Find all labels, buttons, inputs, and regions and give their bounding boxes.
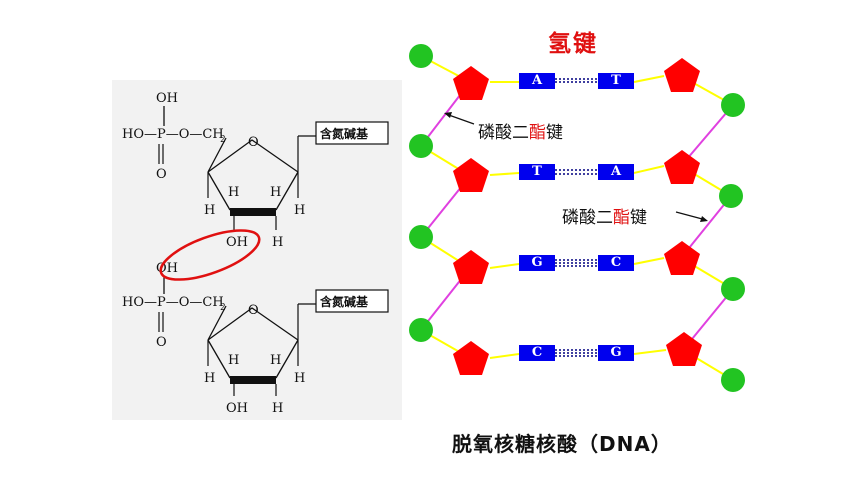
- phosphate-circle: [409, 134, 433, 158]
- sugar-pentagon: [453, 341, 489, 375]
- svg-text:O: O: [156, 335, 167, 350]
- base-block-right-4: G: [598, 345, 634, 361]
- svg-text:O: O: [248, 135, 259, 150]
- svg-text:H: H: [204, 371, 215, 386]
- sugar-pentagon: [666, 332, 702, 366]
- base-block-left-1: A: [519, 73, 555, 89]
- svg-text:H: H: [270, 185, 281, 200]
- dna-caption: 脱氧核糖核酸（DNA）: [452, 432, 672, 456]
- sugar-pentagon: [664, 150, 700, 184]
- phosphate-chain: HO—P—O—CH: [122, 127, 224, 142]
- base-block-left-4: C: [519, 345, 555, 361]
- svg-text:O: O: [156, 167, 167, 182]
- phosphate-oh-top: OH: [156, 91, 178, 106]
- sugar-pentagon: [453, 66, 489, 100]
- svg-text:H: H: [228, 353, 239, 368]
- base-block-right-3: C: [598, 255, 634, 271]
- phosphate-circle: [409, 318, 433, 342]
- svg-text:OH: OH: [226, 401, 248, 416]
- sugar-pentagon: [664, 58, 700, 92]
- phosphate-circle: [409, 225, 433, 249]
- sugar-pentagon: [453, 158, 489, 192]
- right-backbone: [680, 75, 734, 381]
- svg-text:H: H: [294, 203, 305, 218]
- svg-text:2: 2: [220, 135, 226, 145]
- phosphodiester-label-2: 磷酸二酯键: [562, 208, 647, 228]
- sugar-pentagon: [664, 241, 700, 275]
- phosphate-circle: [409, 44, 433, 68]
- svg-text:O: O: [248, 303, 259, 318]
- svg-text:H: H: [228, 185, 239, 200]
- svg-text:2: 2: [220, 303, 226, 313]
- svg-text:H: H: [294, 371, 305, 386]
- svg-text:H: H: [204, 203, 215, 218]
- phosphate-circle: [721, 93, 745, 117]
- svg-text:HO—P—O—CH: HO—P—O—CH: [122, 295, 224, 310]
- hydrogen-bond-title: 氢键: [548, 31, 598, 57]
- nucleotide-structure-diagram: OH HO—P—O—CH 2 O O H H H H OH H: [112, 80, 402, 420]
- base-block-right-1: T: [598, 73, 634, 89]
- svg-text:H: H: [270, 353, 281, 368]
- svg-text:H: H: [272, 401, 283, 416]
- phosphates: [409, 44, 745, 392]
- base-block-right-2: A: [598, 164, 634, 180]
- base-block-left-2: T: [519, 164, 555, 180]
- sugars: [453, 58, 702, 375]
- sugar-pentagon: [453, 250, 489, 284]
- phosphate-circle: [721, 368, 745, 392]
- dehydration-highlight-ellipse: [159, 229, 261, 281]
- upper-nucleotide: OH HO—P—O—CH 2 O O H H H H OH H: [122, 91, 389, 250]
- phosphodiester-label-1: 磷酸二酯键: [478, 123, 563, 143]
- base-block-left-3: G: [519, 255, 555, 271]
- nitrogenous-base-box-lower: 含氮碱基: [320, 294, 369, 309]
- phosphate-circle: [721, 277, 745, 301]
- svg-text:H: H: [272, 235, 283, 250]
- left-backbone: [420, 55, 471, 359]
- phosphate-circle: [719, 184, 743, 208]
- sugar-3-oh: OH: [226, 235, 248, 250]
- nitrogenous-base-box: 含氮碱基: [320, 126, 369, 141]
- hydrogen-bonds: [555, 78, 598, 357]
